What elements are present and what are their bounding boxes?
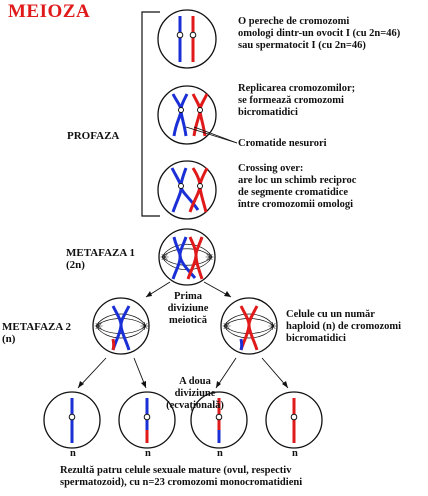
svg-text:✳: ✳: [160, 251, 169, 264]
arrowhead: [141, 381, 146, 388]
adoua-line: diviziune: [174, 388, 216, 399]
final-cell-2: [118, 391, 176, 449]
cell-label-n: n: [217, 448, 223, 459]
adoua-line: (ecvațională): [166, 400, 224, 411]
second-division-label: A doua diviziune (ecvațională): [160, 376, 230, 412]
arrowhead: [224, 291, 231, 297]
pointer-line: [193, 126, 238, 144]
stage-ploidy: (n): [2, 333, 16, 345]
prima-line: diviziune: [167, 303, 209, 314]
cell-metaphase-2-left: ✳ ✳: [92, 297, 150, 355]
final-cell-4: [265, 391, 323, 449]
cell-metaphase-2-right: ✳ ✳: [220, 297, 278, 355]
cell-label-n: n: [292, 448, 298, 459]
svg-text:✳: ✳: [140, 320, 149, 333]
step2-line: bicromatidici: [238, 107, 298, 118]
nonsister-chromatids-label: Cromatide nesurori: [238, 138, 327, 149]
stage-metafaza-1: METAFAZA 1 (2n): [66, 247, 135, 271]
cell-replicated: [157, 85, 217, 145]
prima-line: meiotică: [169, 315, 207, 326]
arrowhead: [282, 381, 288, 388]
step3-line: de segmente cromatidice: [238, 187, 349, 198]
stage-profaza: PROFAZA: [67, 130, 120, 142]
final-description: Rezultă patru celule sexuale mature (ovu…: [60, 465, 302, 489]
step3-line: Crossing over:: [238, 163, 304, 174]
arrowhead: [216, 381, 221, 388]
svg-text:✳: ✳: [222, 320, 231, 333]
stage-label: METAFAZA 2: [2, 321, 71, 333]
stage-ploidy: (2n): [66, 259, 85, 271]
cell-label-n: n: [145, 448, 151, 459]
haploid-line: haploid (n) de cromozomi: [286, 321, 402, 332]
stage-metafaza-2: METAFAZA 2 (n): [2, 321, 71, 345]
step1-line: sau spermatocit I (cu 2n=46): [238, 40, 366, 51]
svg-text:✳: ✳: [205, 251, 214, 264]
final-cell-3: [190, 391, 248, 449]
final-line: spermatozoid), cu n=23 cromozomi monocro…: [60, 477, 303, 488]
first-division-label: Prima diviziune meiotică: [158, 291, 218, 327]
step3-line: între cromozomii omologi: [238, 199, 354, 210]
final-cell-1: [43, 391, 101, 449]
step2-line: Replicarea cromozomilor;: [238, 83, 356, 94]
cell-metaphase-1: ✳ ✳: [158, 228, 216, 286]
final-line: Rezultă patru celule sexuale mature (ovu…: [60, 465, 292, 476]
profaza-bracket: [141, 11, 160, 217]
haploid-description: Celule cu un număr haploid (n) de cromoz…: [286, 309, 401, 345]
arrowhead: [146, 291, 152, 297]
cell-homologous-pair: [157, 9, 217, 69]
prima-line: Prima: [174, 291, 202, 302]
cell-label-n: n: [70, 448, 76, 459]
stage-label: METAFAZA 1: [66, 247, 135, 259]
step1-line: omologi dintr-un ovocit I (cu 2n=46): [238, 28, 401, 39]
svg-text:✳: ✳: [94, 320, 103, 333]
pointer-line: [185, 126, 238, 144]
svg-text:✳: ✳: [268, 320, 277, 333]
step2-line: se formează cromozomi: [238, 95, 344, 106]
diagram-title: MEIOZA: [8, 1, 91, 22]
step3-description: Crossing over: are loc un schimb recipro…: [238, 163, 356, 211]
cell-crossing-over: [157, 160, 217, 220]
step1-description: O pereche de cromozomi omologi dintr-un …: [238, 16, 400, 52]
arrowhead: [78, 381, 84, 388]
step2-description: Replicarea cromozomilor; se formează cro…: [238, 83, 355, 119]
step3-line: are loc un schimb reciproc: [238, 175, 357, 186]
step1-line: O pereche de cromozomi: [238, 16, 350, 27]
haploid-line: bicromatidici: [286, 333, 346, 344]
adoua-line: A doua: [179, 376, 211, 387]
haploid-line: Celule cu un număr: [286, 309, 375, 320]
